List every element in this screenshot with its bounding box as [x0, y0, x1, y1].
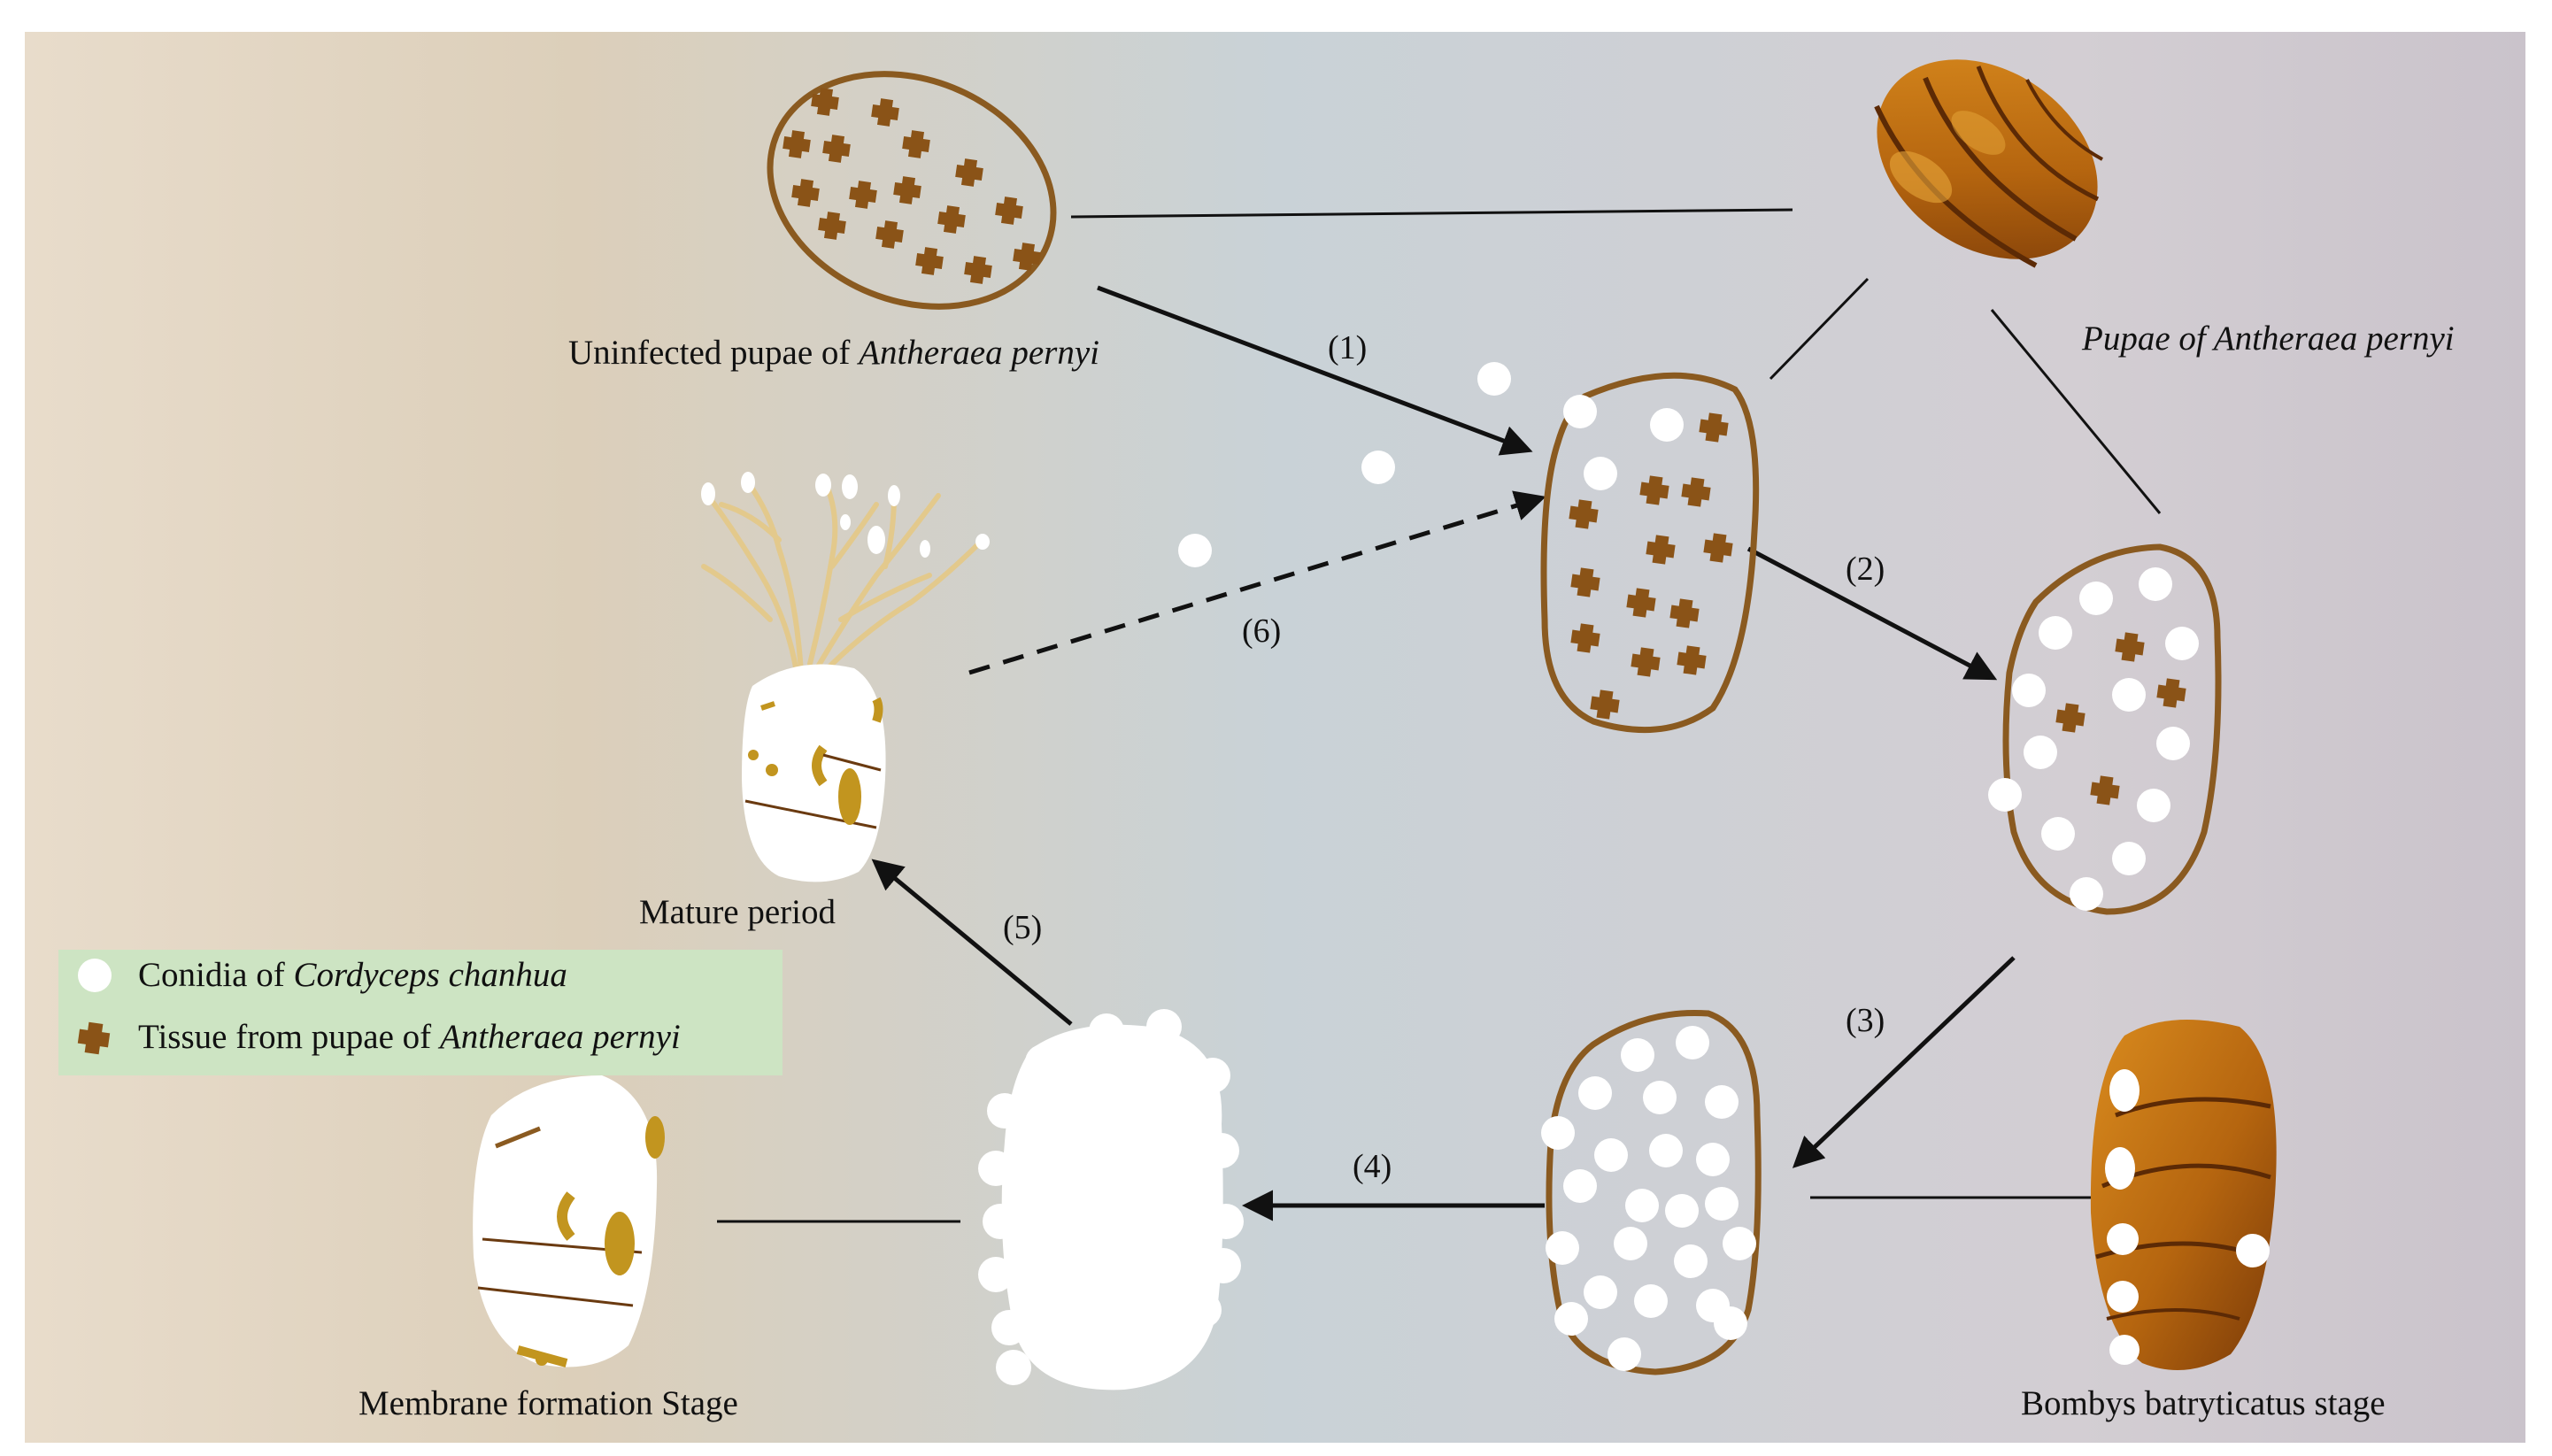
step-label-1: (1) [1328, 329, 1367, 366]
white-circle-icon [78, 959, 112, 992]
infected-pupa-stage-2 [1988, 543, 2222, 915]
legend-tissue-label: Tissue from pupae of Antheraea pernyi [138, 1018, 681, 1056]
label-membrane-formation: Membrane formation Stage [359, 1384, 738, 1422]
arrow-6-dashed [968, 490, 1546, 675]
step-label-6: (6) [1242, 612, 1281, 650]
arrow-2 [1746, 546, 1998, 681]
loose-conidia [1178, 362, 1511, 567]
bombys-pupa-image [2090, 1020, 2277, 1370]
infected-pupa [1540, 372, 1760, 734]
white-mycelium-mass [978, 1009, 1244, 1391]
step-label-5: (5) [1003, 909, 1042, 946]
process-arrows [871, 285, 2016, 1221]
membrane-pupa-image [473, 1075, 665, 1367]
label-uninfected-pupae: Uninfected pupae of Antheraea pernyi [568, 334, 1099, 372]
arrow-5 [871, 859, 1073, 1026]
arrow-1 [1097, 285, 1533, 456]
label-pupae-of-antheraea: Pupae of Antheraea pernyi [2081, 320, 2455, 358]
legend-box [58, 950, 783, 1075]
step-label-4: (4) [1353, 1148, 1392, 1185]
legend-conidia-label: Conidia of Cordyceps chanhua [138, 956, 567, 994]
label-mature-period: Mature period [639, 893, 837, 931]
label-bombys-stage: Bombys batryticatus stage [2021, 1384, 2386, 1422]
uninfected-pupa [767, 71, 1057, 310]
arrow-3 [1792, 956, 2016, 1168]
step-label-2: (2) [1846, 551, 1885, 588]
legend: Conidia of Cordyceps chanhua Tissue from… [58, 950, 783, 1075]
conidia-filled-pupa [1541, 1009, 1762, 1375]
mature-stromata-image [701, 472, 990, 882]
connector-lines [717, 208, 2162, 1223]
step-labels: (1) (2) (3) (4) (5) (6) [1003, 329, 1885, 1185]
pupa-image [1874, 59, 2103, 268]
step-label-3: (3) [1846, 1002, 1885, 1039]
